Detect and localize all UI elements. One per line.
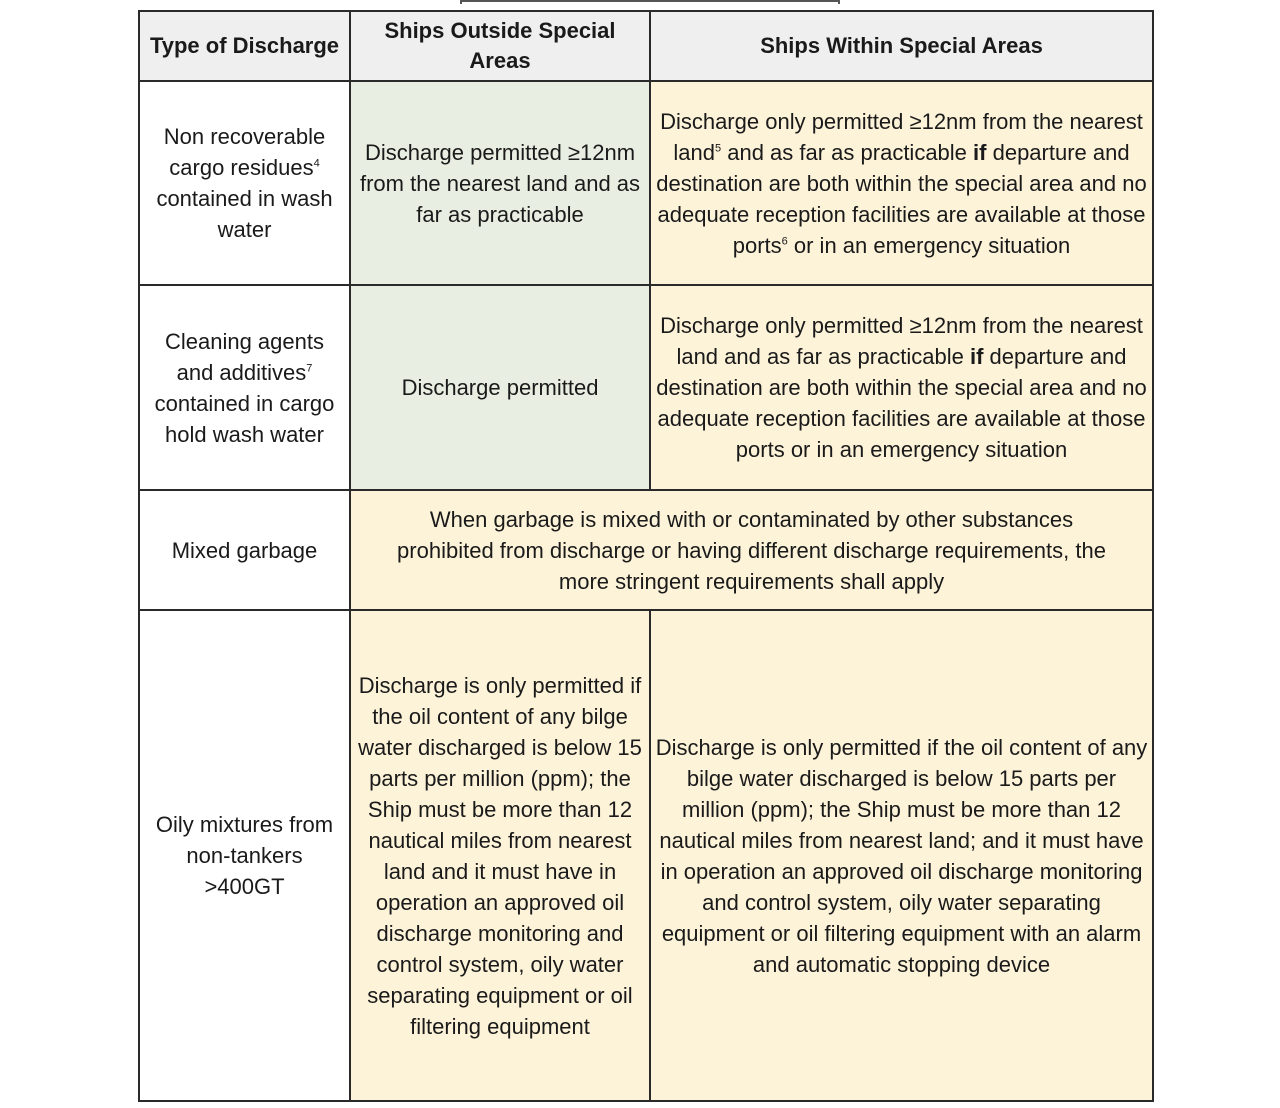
within-special-areas-cell: Discharge only permitted ≥12nm from the … <box>649 284 1154 491</box>
table-row: Cleaning agents and additives7 contained… <box>138 284 1154 491</box>
outside-special-areas-cell: Discharge permitted <box>349 284 651 491</box>
outside-special-areas-cell: Discharge permitted ≥12nm from the neare… <box>349 80 651 286</box>
type-cell: Oily mixtures from non-tankers >400GT <box>138 609 351 1102</box>
header-ships-outside-special-areas: Ships Outside Special Areas <box>349 10 651 82</box>
table-row: Mixed garbage When garbage is mixed with… <box>138 489 1154 611</box>
table-row: Oily mixtures from non-tankers >400GT Di… <box>138 609 1154 1102</box>
outside-special-areas-cell: Discharge is only permitted if the oil c… <box>349 609 651 1102</box>
combined-requirement-cell: When garbage is mixed with or contaminat… <box>349 489 1154 611</box>
within-special-areas-cell: Discharge only permitted ≥12nm from the … <box>649 80 1154 286</box>
table-header-row: Type of Discharge Ships Outside Special … <box>138 10 1154 82</box>
header-type-of-discharge: Type of Discharge <box>138 10 351 82</box>
type-cell: Non recoverable cargo residues4 containe… <box>138 80 351 286</box>
type-cell: Mixed garbage <box>138 489 351 611</box>
header-ships-within-special-areas: Ships Within Special Areas <box>649 10 1154 82</box>
table-row: Non recoverable cargo residues4 containe… <box>138 80 1154 286</box>
within-special-areas-cell: Discharge is only permitted if the oil c… <box>649 609 1154 1102</box>
type-cell: Cleaning agents and additives7 contained… <box>138 284 351 491</box>
discharge-requirements-table: Type of Discharge Ships Outside Special … <box>138 10 1154 1102</box>
cropped-caption-edge <box>460 0 840 4</box>
